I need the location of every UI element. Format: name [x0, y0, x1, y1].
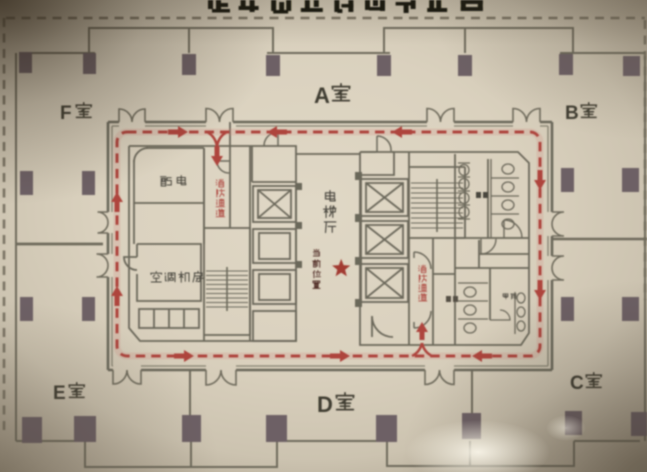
svg-text:A: A — [314, 83, 330, 108]
svg-text:D: D — [317, 392, 333, 417]
